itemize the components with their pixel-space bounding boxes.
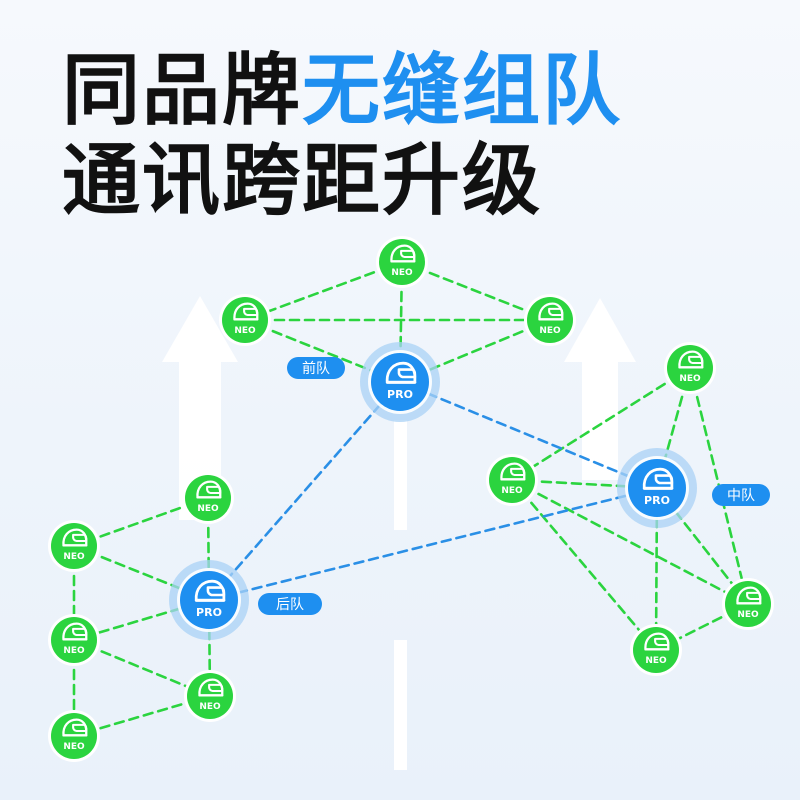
headline-accent-text: 无缝组队 [302,46,623,136]
headline-brand-text: 同品牌 [62,46,303,136]
node-model-label: PRO [387,388,413,401]
neo-helmet-node: NEO [48,710,100,762]
neo-helmet-node: NEO [722,578,774,630]
road-lane-line [394,420,407,530]
network-link [398,380,659,490]
neo-helmet-node: NEO [182,472,234,524]
neo-helmet-node: NEO [48,614,100,666]
node-model-label: NEO [539,326,561,336]
node-layer: NEO NEO NEO PRO NEO NEO PRO NEO NEO NEO NEO PRO NEO N… [48,236,774,762]
neo-helmet-node: NEO [376,236,428,288]
node-model-label: NEO [737,610,759,620]
node-model-label: NEO [645,656,667,666]
team-tag-front: 前队 [287,357,345,379]
direction-arrow [162,296,238,520]
neo-helmet-node: NEO [486,454,538,506]
team-tag-middle: 中队 [712,484,770,506]
pro-helmet-node: PRO [617,448,697,528]
network-link [510,478,658,652]
neo-helmet-node: NEO [524,294,576,346]
network-link [654,486,659,652]
neo-helmet-node: NEO [48,520,100,572]
node-model-label: PRO [644,494,670,507]
node-model-label: NEO [391,268,413,278]
node-model-label: NEO [63,742,85,752]
neo-helmet-node: NEO [184,670,236,722]
pro-helmet-node: PRO [169,560,249,640]
network-link [243,260,404,322]
team-tag-rear: 后队 [258,593,322,615]
team-tag-label: 前队 [302,360,330,377]
node-model-label: NEO [63,552,85,562]
network-link [207,380,402,602]
node-model-label: NEO [63,646,85,656]
network-link [510,478,750,606]
neo-helmet-node: NEO [664,342,716,394]
road-lane-line [394,640,407,770]
node-model-label: NEO [197,504,219,514]
network-link [400,260,552,322]
team-tag-pill [258,593,322,615]
team-tag-label: 中队 [727,488,755,504]
node-model-label: NEO [679,374,701,384]
pro-helmet-node: PRO [360,342,440,422]
network-link [510,366,692,482]
team-tag-label: 后队 [276,597,304,613]
team-tag-pill [712,484,770,506]
headline-line-2: 通讯跨距升级 [62,136,543,226]
network-link [207,486,659,602]
headline-line-1: 同品牌无缝组队 [62,52,622,130]
neo-helmet-node: NEO [219,294,271,346]
team-tag-pill [287,357,345,379]
road-decoration [162,296,636,770]
neo-helmet-node: NEO [630,624,682,676]
node-model-label: NEO [501,486,523,496]
node-model-label: NEO [199,702,221,712]
node-model-label: PRO [196,606,222,619]
node-model-label: NEO [234,326,256,336]
